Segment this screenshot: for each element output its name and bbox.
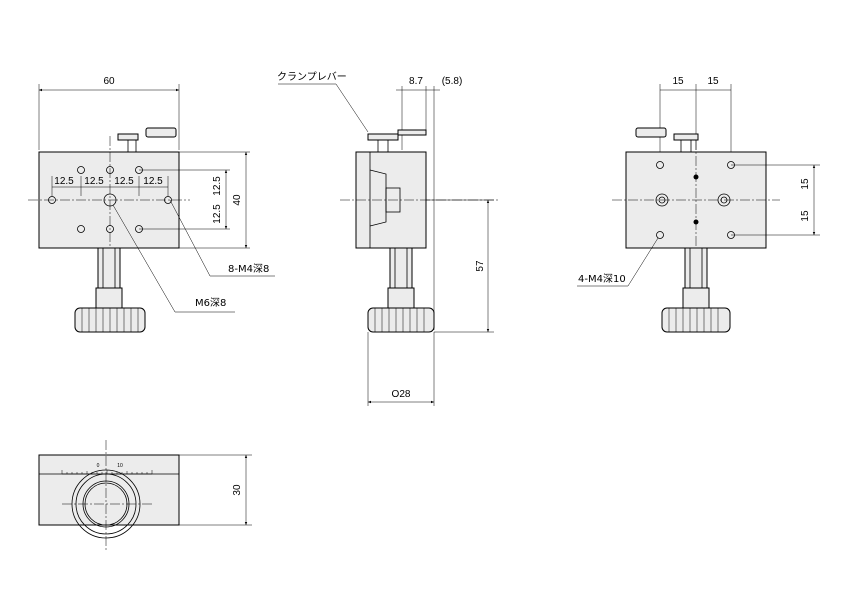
side-height-dim: 57 bbox=[475, 260, 486, 272]
front-height-dim: 40 bbox=[232, 194, 243, 206]
side-lever-head bbox=[367, 133, 399, 141]
back-mounting-holes bbox=[655, 161, 735, 239]
top-view: 0 10 30 bbox=[38, 440, 252, 550]
side-lever-arm bbox=[397, 129, 427, 136]
back-clamp-lever bbox=[635, 127, 667, 138]
callout-8-m4: 8-M4深8 bbox=[228, 263, 269, 275]
back-lever-screw bbox=[673, 133, 699, 141]
scale-label-0: 0 bbox=[97, 463, 100, 469]
front-view: 60 12.5 12.5 12.5 12. bbox=[28, 76, 275, 333]
back-pitch-side-1: 15 bbox=[800, 178, 811, 190]
adjustment-knob-back bbox=[661, 307, 731, 333]
knob-outer-ring bbox=[71, 469, 141, 539]
knob-collar-front bbox=[95, 287, 123, 309]
front-width-dim: 60 bbox=[103, 76, 115, 87]
pitch-v-2: 12.5 bbox=[212, 204, 223, 224]
top-depth-dim: 30 bbox=[232, 484, 243, 496]
adjustment-knob-side bbox=[367, 307, 435, 333]
side-dim-a: 8.7 bbox=[409, 76, 423, 87]
back-pitch-top-2: 15 bbox=[707, 76, 719, 87]
m6-center-hole bbox=[103, 193, 117, 207]
feed-shaft-side bbox=[389, 247, 413, 289]
vernier-scale: 0 10 bbox=[61, 463, 153, 475]
side-dim-b: (5.8) bbox=[442, 76, 463, 87]
lever-screw bbox=[117, 133, 139, 141]
clamp-lever-label: クランプレバー bbox=[277, 71, 347, 83]
back-pitch-side-2: 15 bbox=[800, 210, 811, 222]
knob-collar-side bbox=[387, 287, 415, 309]
pitch-h-3: 12.5 bbox=[114, 176, 134, 187]
knob-collar-back bbox=[682, 287, 710, 309]
front-mounting-holes bbox=[48, 166, 172, 233]
stage-body-top bbox=[38, 454, 180, 526]
pitch-h-2: 12.5 bbox=[84, 176, 104, 187]
feed-shaft-front bbox=[97, 247, 121, 289]
scale-label-10: 10 bbox=[117, 463, 123, 469]
knob-diameter-dim: O28 bbox=[392, 389, 411, 400]
knob-inner-ring bbox=[82, 480, 130, 528]
back-view: 15 15 15 15 bbox=[577, 76, 820, 333]
pitch-v-1: 12.5 bbox=[212, 176, 223, 196]
side-view: クランプレバー 8.7 (5.8) bbox=[277, 71, 500, 406]
callout-4-m4: 4-M4深10 bbox=[578, 273, 626, 285]
callout-m6: M6深8 bbox=[195, 297, 226, 309]
feed-shaft-back bbox=[684, 247, 708, 289]
pitch-h-1: 12.5 bbox=[54, 176, 74, 187]
pitch-h-4: 12.5 bbox=[143, 176, 163, 187]
back-pitch-top-1: 15 bbox=[672, 76, 684, 87]
clamp-lever bbox=[145, 127, 177, 138]
